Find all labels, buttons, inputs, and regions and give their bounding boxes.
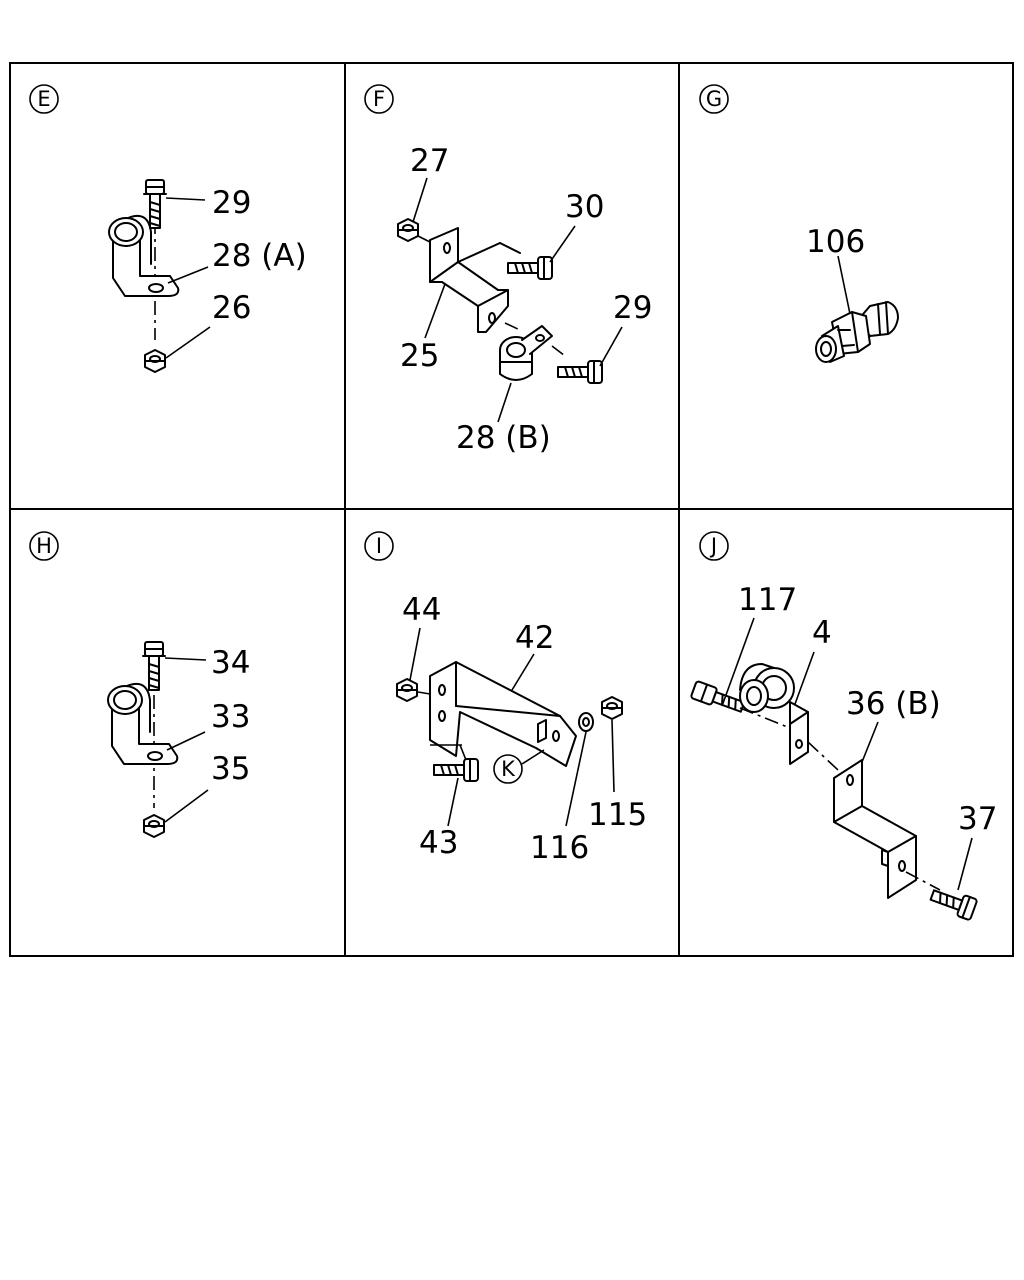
label-30: 30	[565, 189, 604, 225]
label-28a: 28 (A)	[212, 238, 307, 274]
label-106: 106	[806, 224, 865, 260]
label-29-e: 29	[212, 185, 251, 221]
panel-f-badge: F	[364, 84, 394, 114]
grid-frame	[9, 62, 1014, 957]
label-34: 34	[211, 645, 250, 681]
panel-g: G 106	[699, 84, 899, 363]
label-42: 42	[515, 620, 554, 656]
callout-k-letter: K	[501, 757, 516, 781]
panel-f-drawing	[397, 177, 623, 423]
panel-j-letter: J	[709, 534, 717, 558]
panel-e-letter: E	[37, 87, 50, 111]
label-44: 44	[402, 592, 441, 628]
panel-i-letter: I	[376, 534, 382, 558]
label-33: 33	[211, 699, 250, 735]
panel-j: J	[690, 531, 997, 921]
label-27: 27	[410, 143, 449, 179]
label-116: 116	[530, 830, 589, 866]
panel-f: F	[364, 84, 652, 456]
label-36b: 36 (B)	[846, 686, 941, 722]
panel-e: E 29 28 (A) 26	[29, 84, 307, 373]
panel-f-letter: F	[373, 87, 385, 111]
label-117: 117	[738, 582, 797, 618]
panel-j-badge: J	[699, 531, 729, 561]
panel-i: I K	[364, 531, 647, 866]
label-4: 4	[812, 615, 832, 651]
panel-h-badge: H	[29, 531, 59, 561]
label-115: 115	[588, 797, 647, 833]
label-43: 43	[419, 825, 458, 861]
label-26: 26	[212, 290, 251, 326]
panel-h-drawing	[107, 641, 209, 838]
panel-i-badge: I	[364, 531, 394, 561]
panel-g-letter: G	[706, 87, 722, 111]
label-35: 35	[211, 751, 250, 787]
panel-h-letter: H	[36, 534, 52, 558]
panel-e-badge: E	[29, 84, 59, 114]
panel-j-drawing	[690, 617, 978, 921]
panel-h: H 34 33 35	[29, 531, 250, 838]
panel-g-badge: G	[699, 84, 729, 114]
label-25: 25	[400, 338, 439, 374]
label-37: 37	[958, 801, 997, 837]
panel-i-drawing: K	[396, 627, 623, 827]
panel-g-drawing	[815, 255, 899, 363]
label-29-f: 29	[613, 290, 652, 326]
label-28b: 28 (B)	[456, 420, 551, 456]
panel-e-drawing	[108, 179, 211, 373]
